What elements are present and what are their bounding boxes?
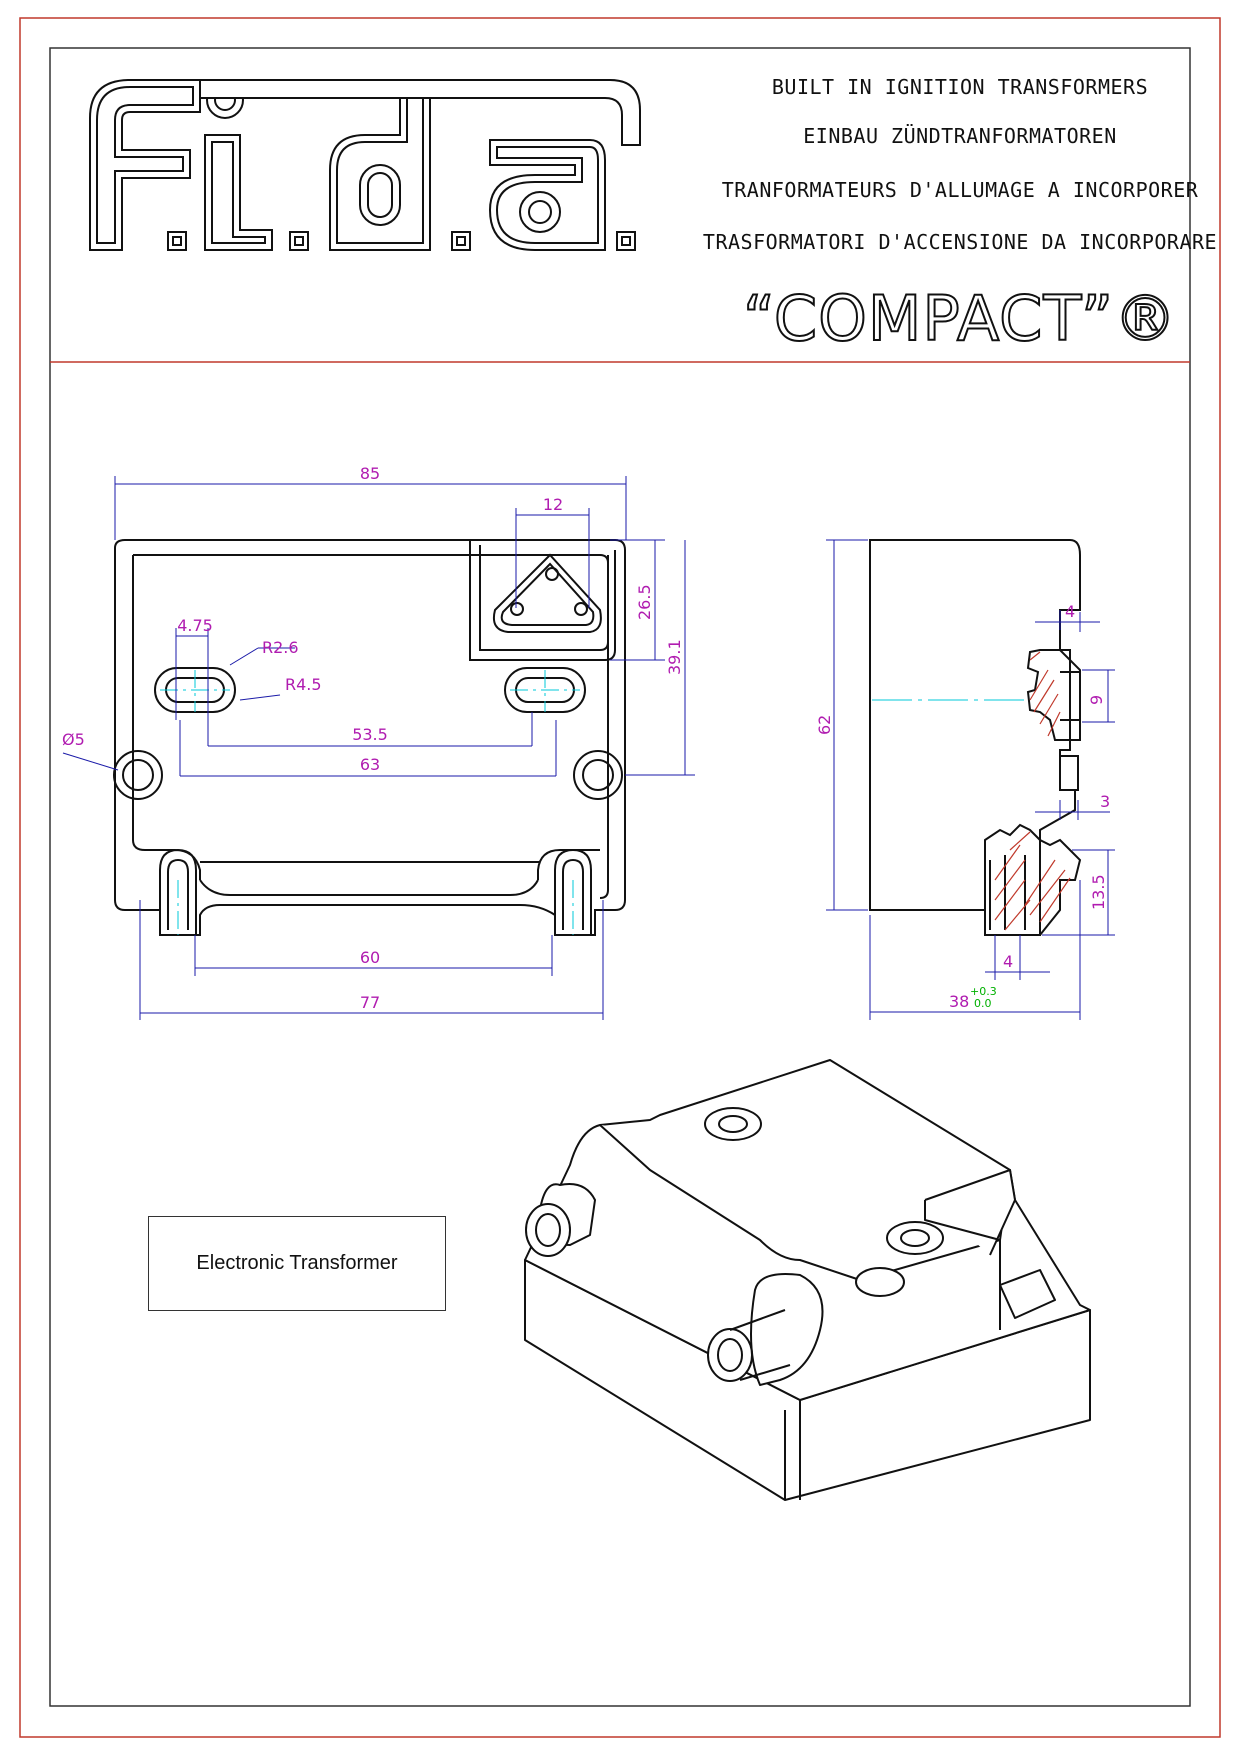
header-line-fr: TRANFORMATEURS D'ALLUMAGE A INCORPORER xyxy=(721,178,1199,202)
dim-hole-diameter: Ø5 xyxy=(62,730,85,749)
dim-outlet-width: 4 xyxy=(1003,952,1013,971)
socket-pin xyxy=(510,602,524,616)
header-line-it: TRASFORMATORI D'ACCENSIONE DA INCORPORAR… xyxy=(702,230,1218,254)
socket-block xyxy=(469,540,616,661)
dim-tol-lower: 0.0 xyxy=(974,997,992,1010)
dim-terminal-height: 9 xyxy=(1087,695,1106,705)
side-body-outline xyxy=(869,539,1081,936)
dim-side-height: 62 xyxy=(815,715,834,735)
dim-slot-radius: R2.6 xyxy=(262,638,299,657)
iso-mount-hole xyxy=(855,1267,905,1297)
dim-overall-width: 85 xyxy=(360,464,380,483)
foot-right xyxy=(554,848,592,935)
dim-slot-outer-radius: R4.5 xyxy=(285,675,322,694)
dim-foot-spacing: 60 xyxy=(360,948,380,967)
dim-socket-height: 26.5 xyxy=(635,584,654,620)
terminal-upper xyxy=(1026,649,1081,741)
dim-tol-upper: +0.3 xyxy=(970,985,997,998)
foot-left xyxy=(159,848,197,935)
outer-border xyxy=(19,17,1221,1738)
dim-hole-height: 39.1 xyxy=(665,639,684,675)
socket-pin xyxy=(574,602,588,616)
side-dimension-lines xyxy=(826,539,1115,1020)
header-line-de: EINBAU ZÜNDTRANFORMATOREN xyxy=(803,124,1117,148)
socket-pin xyxy=(545,567,559,581)
dim-gap: 3 xyxy=(1100,792,1110,811)
dim-base-width: 77 xyxy=(360,993,380,1012)
header-line-en: BUILT IN IGNITION TRANSFORMERS xyxy=(771,75,1149,99)
caption-text: Electronic Transformer xyxy=(196,1252,398,1274)
dim-side-top-offset: 4 xyxy=(1065,602,1075,621)
dim-depth: 38 xyxy=(949,992,969,1011)
inner-border xyxy=(49,47,1191,1707)
dim-socket-width: 12 xyxy=(543,495,563,514)
section-hatch xyxy=(994,651,1071,931)
front-center-lines xyxy=(160,670,580,935)
dim-slot-width: 4.75 xyxy=(177,616,213,635)
mounting-hole-right xyxy=(573,750,623,800)
socket-triangle xyxy=(492,553,602,633)
front-dimension-lines xyxy=(62,476,695,1020)
terminal-lower xyxy=(984,823,1082,936)
dim-hole-spacing: 63 xyxy=(360,755,380,774)
product-name: “COMPACT”® xyxy=(742,281,1178,356)
dim-outlet-height: 13.5 xyxy=(1089,874,1108,910)
mounting-hole-left xyxy=(113,750,163,800)
isometric-view xyxy=(524,1059,1091,1501)
fida-logo xyxy=(89,79,641,251)
caption-box: Electronic Transformer xyxy=(148,1216,446,1311)
side-view xyxy=(869,539,1082,936)
dim-slot-spacing: 53.5 xyxy=(352,725,388,744)
